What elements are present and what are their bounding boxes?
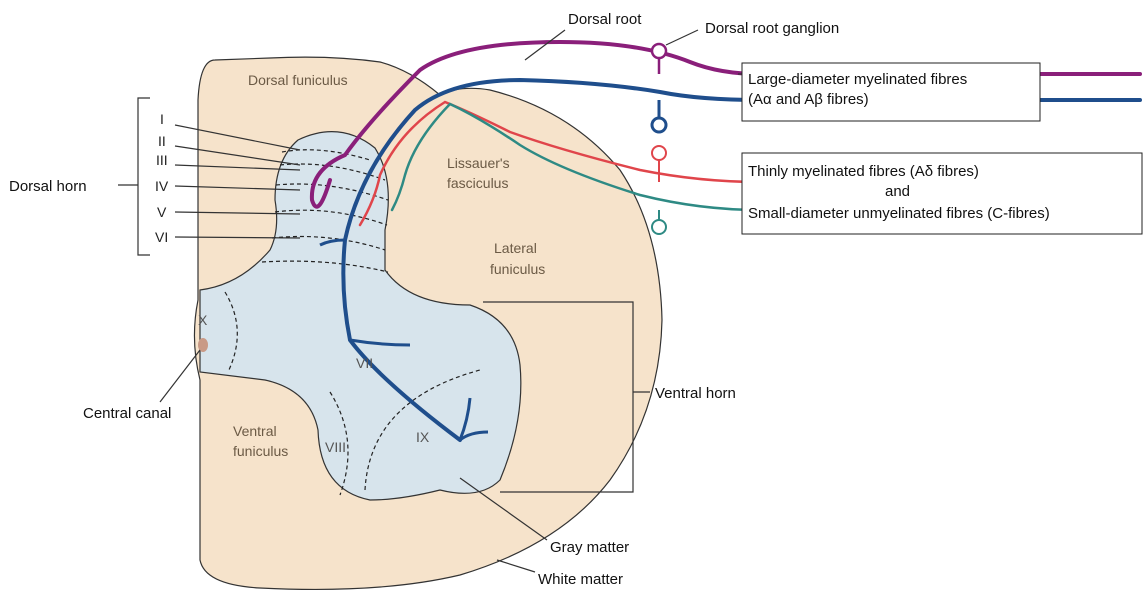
lamina-label-i: I <box>160 111 164 127</box>
lamina-label-v: V <box>157 204 167 220</box>
label-lissauer-line-1: Lissauer's <box>447 155 510 171</box>
lamina-label-iv: IV <box>155 178 169 194</box>
label-central-canal: Central canal <box>83 405 171 422</box>
label-dorsal-root-ganglion: Dorsal root ganglion <box>705 20 839 37</box>
lamina-label-ii: II <box>158 133 166 149</box>
label-dorsal-funiculus: Dorsal funiculus <box>248 72 348 88</box>
box-thin-line-3: Small-diameter unmyelinated fibres (C-fi… <box>748 205 1050 222</box>
label-ventral-line-1: Ventral <box>233 423 277 439</box>
label-ventral-horn: Ventral horn <box>655 385 736 402</box>
box-thin-line-2: and <box>885 183 910 200</box>
label-ventral-line-2: funiculus <box>233 443 288 459</box>
lamina-label-viii: VIII <box>325 439 346 455</box>
dorsal-horn-bracket <box>138 98 150 255</box>
label-lateral-line-1: Lateral <box>494 240 537 256</box>
leader-central-canal <box>160 350 200 402</box>
label-gray-matter: Gray matter <box>550 539 629 556</box>
ganglion-red <box>652 146 666 160</box>
ganglion-blue <box>652 118 666 132</box>
label-lissauer-line-2: fasciculus <box>447 175 508 191</box>
leader-white-matter <box>497 560 535 572</box>
label-white-matter: White matter <box>538 571 623 588</box>
lamina-label-ix: IX <box>416 429 430 445</box>
ganglion-teal <box>652 220 666 234</box>
box-large-line-1: Large-diameter myelinated fibres <box>748 71 967 88</box>
lamina-label-iii: III <box>156 152 168 168</box>
leader-dorsal-root-ganglion <box>666 30 698 45</box>
label-dorsal-root: Dorsal root <box>568 11 642 28</box>
leader-dorsal-root <box>525 30 565 60</box>
lamina-label-vii: VII <box>356 355 373 371</box>
lamina-label-x: X <box>198 312 208 328</box>
box-large-line-2: (Aα and Aβ fibres) <box>748 91 869 108</box>
ganglion-purple <box>652 44 666 58</box>
label-lateral-line-2: funiculus <box>490 261 545 277</box>
label-dorsal-horn: Dorsal horn <box>9 178 87 195</box>
lamina-label-vi: VI <box>155 229 168 245</box>
box-thin-line-1: Thinly myelinated fibres (Aδ fibres) <box>748 163 979 180</box>
